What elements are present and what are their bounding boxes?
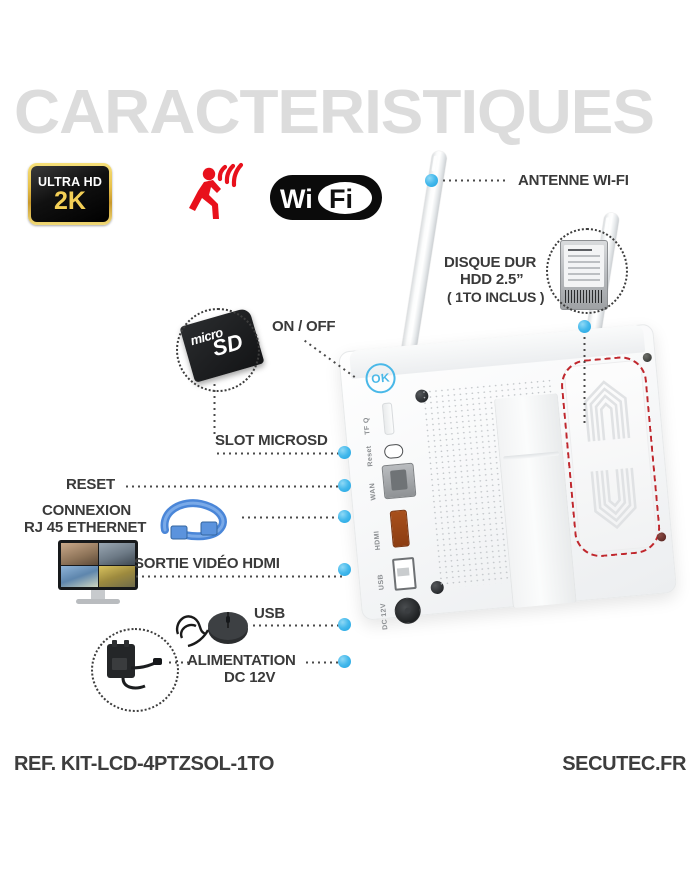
anchor-dot-hdmi — [338, 563, 351, 576]
chevron-up-icon — [578, 376, 636, 444]
callout-hdmi-label: SORTIE VIDÉO HDMI — [134, 555, 280, 572]
microsd-slot-port[interactable] — [381, 402, 395, 436]
callout-antenna-label: ANTENNE WI-FI — [518, 172, 629, 189]
callout-power-line1: ALIMENTATION — [187, 652, 296, 669]
anchor-dot-power — [338, 655, 351, 668]
port-label-dc: DC 12V — [379, 602, 390, 631]
anchor-dot-microsd — [338, 446, 351, 459]
leader-power-left — [167, 661, 189, 664]
resolution-2k-label: 2K — [54, 186, 86, 215]
hdd-thumbnail-circle — [546, 228, 628, 314]
leader-microsd — [215, 452, 347, 455]
leader-hdd — [583, 335, 586, 427]
antenna-left — [399, 150, 448, 364]
callout-ethernet-line1: CONNEXION — [42, 502, 132, 519]
reset-button-port[interactable] — [383, 443, 404, 460]
callout-ethernet-line2: RJ 45 ETHERNET — [24, 519, 147, 536]
anchor-dot-usb — [338, 618, 351, 631]
ultra-hd-2k-badge: ULTRA HD 2K — [28, 163, 112, 225]
leader-antenna — [441, 179, 509, 182]
port-label-hdmi: HDMI — [373, 530, 383, 551]
callout-onoff-label: ON / OFF — [272, 318, 336, 335]
ultra-hd-label: ULTRA HD — [37, 174, 103, 189]
port-label-reset: Reset — [365, 445, 375, 467]
callout-hdd-line1: DISQUE DUR — [444, 254, 537, 271]
callout-hdd-line2: HDD 2.5” — [460, 271, 524, 288]
port-label-wan: WAN — [369, 482, 378, 501]
svg-text:Fi: Fi — [329, 184, 353, 214]
product-reference: REF. KIT-LCD-4PTZSOL-1TO — [14, 753, 275, 775]
usb-port[interactable] — [391, 556, 417, 591]
callout-microsd-label: SLOT MICROSD — [215, 432, 328, 449]
nvr-monitor-device: OK — [330, 150, 700, 730]
device-chassis: OK — [338, 323, 678, 630]
anchor-dot-hdd — [578, 320, 591, 333]
callout-hdd-line3: ( 1TO INCLUS ) — [447, 289, 545, 305]
rj45-wan-port[interactable] — [381, 462, 417, 500]
leader-usb — [251, 624, 345, 627]
leader-power-right — [304, 661, 344, 664]
ethernet-cable-thumbnail-image — [157, 496, 235, 542]
motion-detection-icon — [180, 159, 250, 229]
screw-top-right — [642, 352, 653, 363]
wifi-badge: Wi Fi — [270, 175, 382, 220]
page-title: CARACTERISTIQUES — [14, 78, 655, 147]
hdd-bay-highlight — [558, 354, 663, 560]
anchor-dot-reset — [338, 479, 351, 492]
anchor-dot-ethernet — [338, 510, 351, 523]
chevron-down-icon — [586, 465, 644, 533]
leader-reset — [124, 485, 342, 488]
brand-name: SECUTEC.FR — [562, 753, 686, 775]
usb-mouse-thumbnail-image — [172, 604, 252, 656]
screw-bottom-right — [656, 532, 667, 542]
port-label-tf: TF Q — [363, 416, 372, 435]
callout-reset-label: RESET — [66, 476, 116, 493]
leader-microsd-vertical — [213, 382, 216, 438]
microsd-thumbnail-circle — [176, 308, 260, 392]
hdmi-port[interactable] — [389, 509, 410, 548]
callout-power-line2: DC 12V — [224, 669, 276, 686]
hdd-bay-door[interactable] — [563, 359, 658, 554]
power-adapter-thumbnail-circle — [91, 628, 179, 712]
port-label-usb: USB — [377, 573, 386, 591]
dc-power-port[interactable] — [393, 596, 422, 625]
monitor-thumbnail-image — [58, 540, 138, 606]
leader-ethernet — [240, 516, 342, 519]
svg-text:Wi: Wi — [280, 184, 313, 214]
anchor-dot-antenna — [425, 174, 438, 187]
leader-hdmi — [134, 575, 344, 578]
callout-usb-label: USB — [254, 605, 286, 622]
